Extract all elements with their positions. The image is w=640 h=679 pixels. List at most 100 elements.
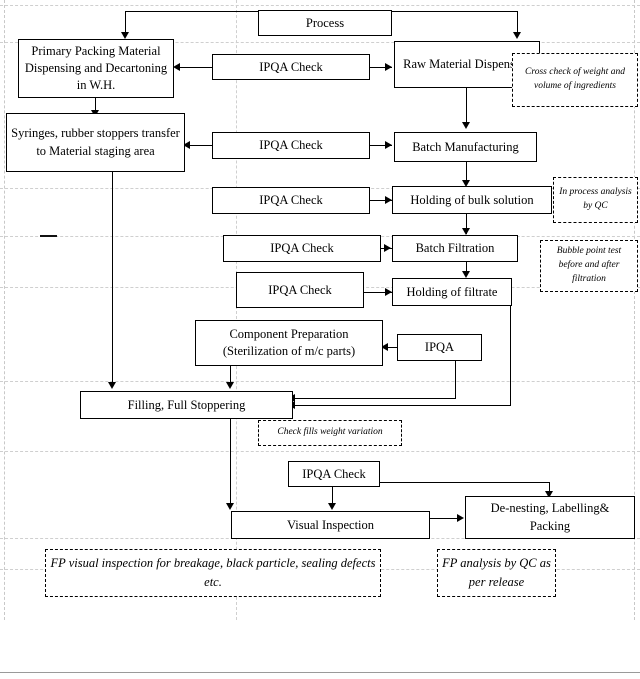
connector-ipqa3-to-bulk (370, 200, 392, 202)
connector-filtrate-down (510, 306, 512, 406)
page-left-margin-guide (4, 0, 5, 620)
node-label: Batch Filtration (415, 241, 495, 256)
note-label: Bubble point test before and after filtr… (556, 246, 622, 284)
note-in-process-analysis: In process analysis by QC (553, 177, 638, 223)
node-component-preparation[interactable]: Component Preparation (Sterilization of … (195, 320, 383, 366)
node-label: Visual Inspection (286, 517, 375, 532)
arrowhead-down (121, 32, 129, 39)
node-label: IPQA (424, 340, 455, 355)
arrowhead-down (462, 180, 470, 187)
connector-filtrate-into-filling (294, 405, 511, 407)
note-label: Cross check of weight and volume of ingr… (525, 67, 625, 91)
connector-component-to-filling (230, 366, 232, 384)
node-ipqa-check-6[interactable]: IPQA Check (288, 461, 380, 487)
node-ipqa-check-1[interactable]: IPQA Check (212, 54, 370, 80)
note-label: FP analysis by QC as per release (442, 555, 551, 589)
connector-process-to-primary (125, 11, 127, 35)
page-bottom-rule (0, 672, 640, 673)
connector-ipqa6-to-denesting (380, 482, 550, 484)
connector-ipqa5-to-filtrate (363, 292, 392, 294)
gridline-horizontal (0, 451, 640, 452)
arrowhead-down (226, 503, 234, 510)
note-label: In process analysis by QC (559, 187, 632, 211)
node-ipqa[interactable]: IPQA (397, 334, 482, 361)
node-label: Primary Packing Material Dispensing and … (24, 43, 168, 93)
node-visual-inspection[interactable]: Visual Inspection (231, 511, 430, 539)
node-label: Process (305, 15, 345, 30)
note-bubble-point-test: Bubble point test before and after filtr… (540, 240, 638, 292)
connector-batchmfg-to-bulk (466, 162, 468, 185)
connector-ipqa6-to-visual (332, 487, 334, 505)
arrowhead-right (385, 288, 392, 296)
arrowhead-right (457, 514, 464, 522)
node-ipqa-check-4[interactable]: IPQA Check (223, 235, 381, 262)
node-label: Component Preparation (Sterilization of … (222, 326, 356, 358)
node-syringes-transfer[interactable]: Syringes, rubber stoppers transfer to Ma… (6, 113, 185, 172)
node-batch-filtration[interactable]: Batch Filtration (392, 235, 518, 262)
arrowhead-down (462, 122, 470, 129)
note-fp-visual-inspection: FP visual inspection for breakage, black… (45, 549, 381, 597)
node-label: IPQA Check (259, 193, 323, 208)
note-label: FP visual inspection for breakage, black… (50, 555, 376, 589)
node-label: De-nesting, Labelling& Packing (490, 501, 610, 533)
arrowhead-down (513, 32, 521, 39)
connector-ipqa6-down (549, 482, 551, 494)
node-de-nesting-labelling-packing[interactable]: De-nesting, Labelling& Packing (465, 496, 635, 539)
connector-raw-to-batchmfg (466, 88, 468, 125)
node-holding-bulk-solution[interactable]: Holding of bulk solution (392, 186, 552, 214)
node-ipqa-check-2[interactable]: IPQA Check (212, 132, 370, 159)
arrowhead-left (183, 141, 190, 149)
node-label: IPQA Check (270, 241, 334, 256)
connector-ipqa-down (455, 361, 457, 399)
node-ipqa-check-5[interactable]: IPQA Check (236, 272, 364, 308)
connector-ipqa2-to-batchmfg (370, 145, 392, 147)
connector-ipqa1-to-raw (370, 67, 392, 69)
note-label: Check fills weight variation (277, 427, 383, 438)
connector-filtration-to-filtrate (466, 262, 468, 276)
arrowhead-left (381, 343, 388, 351)
connector-ipqa2-to-syringes (185, 145, 212, 147)
gridline-horizontal (0, 5, 640, 6)
connector-ipqa-into-filling (294, 398, 456, 400)
connector-syringes-down (112, 172, 114, 384)
node-label: Holding of filtrate (406, 284, 498, 299)
arrowhead-right (384, 244, 391, 252)
note-check-fills-weight: Check fills weight variation (258, 420, 402, 446)
node-label: Syringes, rubber stoppers transfer to Ma… (11, 126, 180, 158)
node-label: Raw Material Dispensing (403, 56, 531, 71)
page-right-margin-guide (634, 0, 635, 620)
arrowhead-down (462, 271, 470, 278)
connector-bulk-to-filtration (466, 214, 468, 234)
gridline-horizontal (0, 381, 640, 382)
node-process[interactable]: Process (258, 10, 392, 36)
node-label: IPQA Check (268, 282, 332, 297)
note-fp-analysis-by-qc: FP analysis by QC as per release (437, 549, 556, 597)
connector-ipqa-to-component (385, 347, 397, 349)
note-cross-check: Cross check of weight and volume of ingr… (512, 53, 638, 107)
node-batch-manufacturing[interactable]: Batch Manufacturing (394, 132, 537, 162)
gridline-horizontal (0, 42, 640, 43)
node-label: IPQA Check (302, 466, 366, 481)
node-label: IPQA Check (259, 138, 323, 153)
node-label: IPQA Check (259, 59, 323, 74)
node-ipqa-check-3[interactable]: IPQA Check (212, 187, 370, 214)
connector-primary-to-syringes (95, 98, 97, 112)
arrowhead-down (462, 228, 470, 235)
node-label: Filling, Full Stoppering (127, 397, 246, 412)
arrowhead-right (385, 196, 392, 204)
arrowhead-down (328, 503, 336, 510)
connector-process-to-raw (517, 11, 519, 35)
arrowhead-left (173, 63, 180, 71)
node-label: Batch Manufacturing (412, 139, 519, 154)
connector-filling-to-visual (230, 418, 232, 505)
gridline-vertical (236, 0, 237, 620)
arrowhead-right (385, 63, 392, 71)
connector-visual-to-denesting (430, 518, 459, 520)
arrowhead-down (226, 382, 234, 389)
node-label: Holding of bulk solution (410, 192, 534, 207)
arrowhead-right (385, 141, 392, 149)
node-filling-full-stoppering[interactable]: Filling, Full Stoppering (80, 391, 293, 419)
node-primary-packing[interactable]: Primary Packing Material Dispensing and … (18, 39, 174, 98)
node-holding-filtrate[interactable]: Holding of filtrate (392, 278, 512, 306)
